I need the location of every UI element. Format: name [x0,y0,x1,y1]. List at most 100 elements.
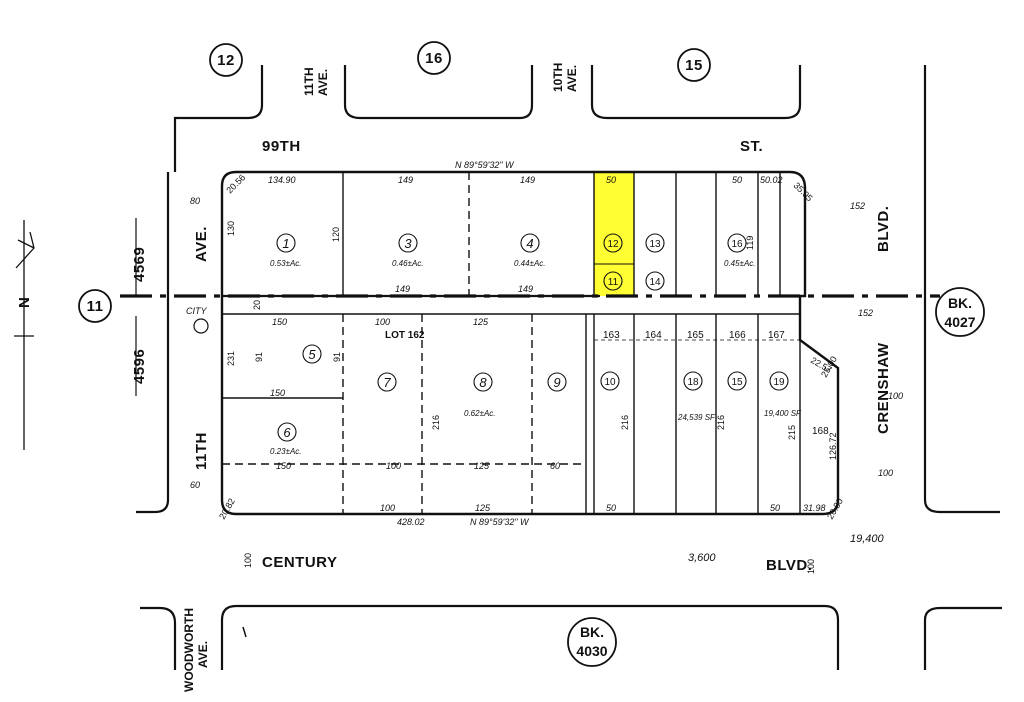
svg-text:14: 14 [649,277,661,288]
dim-lower-2: 125 [473,317,489,327]
svg-text:0.46±Ac.: 0.46±Ac. [392,259,424,268]
handwritten-area-2: 19,400 [850,533,885,545]
svg-text:6: 6 [283,425,291,440]
svg-text:19: 19 [773,377,785,388]
svg-text:0.23±Ac.: 0.23±Ac. [270,447,302,456]
dim-mid-0: 149 [395,284,410,294]
street-labels: 99TH ST. AVE. 11TH 11TH AVE. 10TH AVE. B… [182,63,892,692]
map-number-circles: 12 16 15 11 [78,41,711,323]
svg-text:CITY: CITY [186,306,207,316]
svg-text:13: 13 [649,239,661,250]
ave-11th-west-outline [136,172,170,514]
map-number-left: 11 [78,289,112,323]
map-number-top-left: 12 [209,43,243,77]
svg-text:10: 10 [604,377,616,388]
parcel-labels: 1 0.53±Ac. 3 0.46±Ac. 40.44±Ac. 12 13 160.… [270,233,802,456]
parcel-6[interactable]: 6 0.23±Ac. [270,422,302,456]
parcel-5[interactable]: 5 [302,344,322,364]
svg-text:24,539 SF: 24,539 SF [677,413,716,422]
dim-v-3: 216 [620,415,630,430]
svg-text:12: 12 [607,239,619,250]
parcel-18[interactable]: 18 24,539 SF [677,371,716,422]
dimensions: N 89°59'32" W N 89°59'32" W 134.90 149 1… [190,160,903,527]
dim-right-0: 152 [850,201,865,211]
dim-row-6-7-1: 100 [386,461,401,471]
book-4030: BK. 4030 [567,617,617,667]
svg-text:9: 9 [553,375,560,390]
dim-v-0: 130 [226,221,236,236]
handwritten-area-1: 3,600 [688,552,716,564]
parcel-12[interactable]: 12 [603,233,623,253]
parcel-3[interactable]: 3 0.46±Ac. [392,233,424,268]
lot-164: 164 [645,330,662,341]
lot-165: 165 [687,330,704,341]
street-10th-top-a: 10TH [551,63,565,92]
side-numbers: 4569 4596 [131,218,148,396]
dim-corner-br: 20.80 [825,496,845,521]
svg-text:16: 16 [425,50,443,67]
dim-small-5b: 91 [332,352,342,362]
dim-left-0: 80 [190,196,200,206]
svg-text:18: 18 [687,377,699,388]
dim-corner-rt: 35.05 [792,180,815,203]
dim-top-bearing: N 89°59'32" W [455,160,515,170]
parcel-4[interactable]: 40.44±Ac. [514,233,546,268]
street-st: ST. [740,138,763,155]
block-bottom-middle-outline [220,604,840,670]
street-10th-top-b: AVE. [565,65,579,92]
svg-text:15: 15 [731,377,743,388]
svg-text:11: 11 [87,298,104,315]
dim-bottom-2: 50 [606,503,616,513]
dim-top-5: 50.02 [760,175,783,185]
lot-labels: LOT 162 163 164 165 166 167 168 [385,330,829,437]
map-number-top-middle: 16 [417,41,451,75]
parcel-10[interactable]: 10 [600,371,620,391]
parcel-9[interactable]: 9 [547,372,567,392]
lower-row-lines [222,313,801,514]
parcel-7[interactable]: 7 [377,372,397,392]
block-top-left-outline [173,65,264,172]
parcel-1[interactable]: 1 0.53±Ac. [270,233,302,268]
century-prefix: 100 [243,553,253,568]
svg-text:4027: 4027 [944,314,975,330]
dim-v-1: 120 [331,227,341,242]
dim-lower-0: 150 [272,317,287,327]
blvd-suffix: 100 [806,559,816,574]
dim-left-1: 60 [190,480,200,490]
dim-row-6-7-0: 150 [276,461,291,471]
svg-text:0.44±Ac.: 0.44±Ac. [514,259,546,268]
handwritten-notes: 3,600 19,400 [688,533,885,564]
street-outlines [136,65,1002,670]
dim-top-2: 149 [520,175,535,185]
street-ave-left: AVE. [193,226,210,262]
dim-top-4: 50 [732,175,742,185]
parcel-15[interactable]: 15 [727,371,747,391]
north-arrow-icon [15,231,35,269]
svg-text:3: 3 [404,236,412,251]
parcel-14[interactable]: 14 [645,271,665,291]
parcel-16[interactable]: 160.45±Ac. [724,233,756,268]
dim-v-2: 119 [745,236,755,250]
lot-166: 166 [729,330,746,341]
dim-small-5a: 91 [254,352,264,362]
north-symbol: N [16,297,33,308]
main-block-outline [220,170,840,516]
svg-text:0.53±Ac.: 0.53±Ac. [270,259,302,268]
dim-bottom-total: 428.02 [397,517,425,527]
dim-diag-lower: 126.72 [828,432,838,460]
svg-text:1: 1 [282,236,289,251]
parcel-8[interactable]: 80.62±Ac. [464,372,496,418]
svg-text:BK.: BK. [580,624,604,640]
dim-bottom-bearing: N 89°59'32" W [470,517,530,527]
parcel-11[interactable]: 11 [603,271,623,291]
parcel-13[interactable]: 13 [645,233,665,253]
dim-bottom-3: 50 [770,503,780,513]
street-11th-top-b: AVE. [316,69,330,96]
street-blvd-bottom: BLVD. [766,557,812,574]
dim-row-5-6: 150 [270,388,285,398]
block-bottom-right-outline [923,606,1002,670]
dim-top-0: 134.90 [268,175,296,185]
dim-corner-bl: 20.82 [217,496,237,521]
street-crenshaw: CRENSHAW [875,342,892,434]
